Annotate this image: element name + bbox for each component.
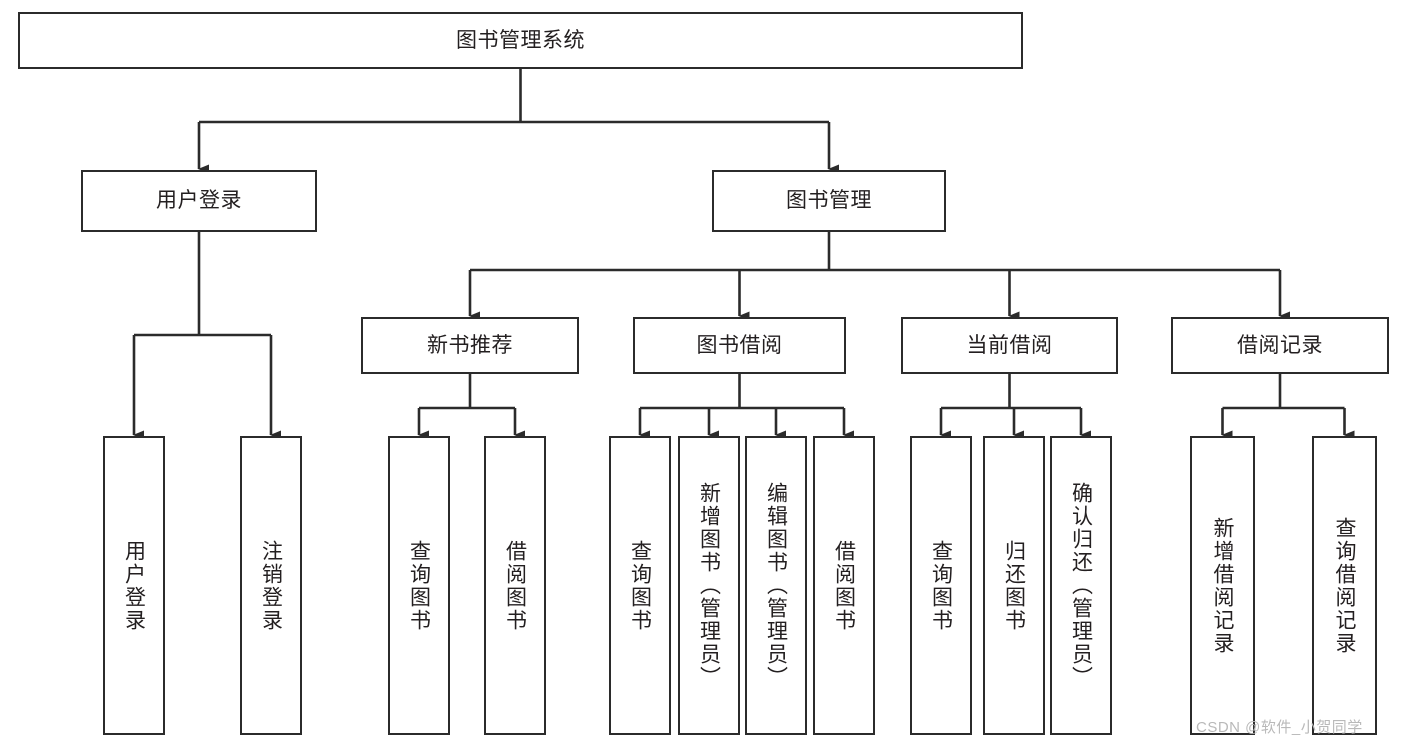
level3-label: 借阅记录 <box>1237 333 1323 357</box>
leaf-box-8[interactable]: 查询图书 <box>910 436 972 735</box>
leaf-label: 注销登录 <box>259 539 283 632</box>
leaf-box-5[interactable]: 新增图书（管理员） <box>678 436 740 735</box>
leaf-box-10[interactable]: 确认归还（管理员） <box>1050 436 1112 735</box>
leaf-box-11[interactable]: 新增借阅记录 <box>1190 436 1255 735</box>
leaf-box-7[interactable]: 借阅图书 <box>813 436 875 735</box>
leaf-label: 查询图书 <box>929 539 953 632</box>
leaf-label: 编辑图书（管理员） <box>764 482 788 689</box>
leaf-box-6[interactable]: 编辑图书（管理员） <box>745 436 807 735</box>
leaf-box-1[interactable]: 注销登录 <box>240 436 302 735</box>
leaf-label: 确认归还（管理员） <box>1069 482 1093 689</box>
leaf-label: 用户登录 <box>122 539 146 632</box>
leaf-box-12[interactable]: 查询借阅记录 <box>1312 436 1377 735</box>
root-box-0[interactable]: 图书管理系统 <box>18 12 1023 69</box>
leaf-label: 新增借阅记录 <box>1211 516 1234 655</box>
level3-box-3[interactable]: 借阅记录 <box>1171 317 1389 374</box>
level3-label: 新书推荐 <box>427 333 513 357</box>
leaf-label: 借阅图书 <box>503 539 527 632</box>
leaf-label: 查询图书 <box>407 539 431 632</box>
connector-lines <box>132 69 1355 440</box>
level3-box-0[interactable]: 新书推荐 <box>361 317 579 374</box>
level2-label: 用户登录 <box>156 189 242 213</box>
level2-box-1[interactable]: 图书管理 <box>712 170 946 232</box>
level2-box-0[interactable]: 用户登录 <box>81 170 317 232</box>
level3-box-2[interactable]: 当前借阅 <box>901 317 1118 374</box>
level2-label: 图书管理 <box>786 189 872 213</box>
level3-label: 当前借阅 <box>966 333 1053 357</box>
leaf-label: 查询借阅记录 <box>1333 516 1356 655</box>
leaf-label: 借阅图书 <box>832 539 856 632</box>
leaf-box-4[interactable]: 查询图书 <box>609 436 671 735</box>
leaf-box-2[interactable]: 查询图书 <box>388 436 450 735</box>
leaf-box-9[interactable]: 归还图书 <box>983 436 1045 735</box>
root-label: 图书管理系统 <box>456 28 585 52</box>
leaf-label: 新增图书（管理员） <box>697 482 721 689</box>
level3-box-1[interactable]: 图书借阅 <box>633 317 846 374</box>
leaf-box-3[interactable]: 借阅图书 <box>484 436 546 735</box>
leaf-box-0[interactable]: 用户登录 <box>103 436 165 735</box>
level3-label: 图书借阅 <box>696 333 783 357</box>
leaf-label: 查询图书 <box>628 539 652 632</box>
leaf-label: 归还图书 <box>1002 539 1026 632</box>
